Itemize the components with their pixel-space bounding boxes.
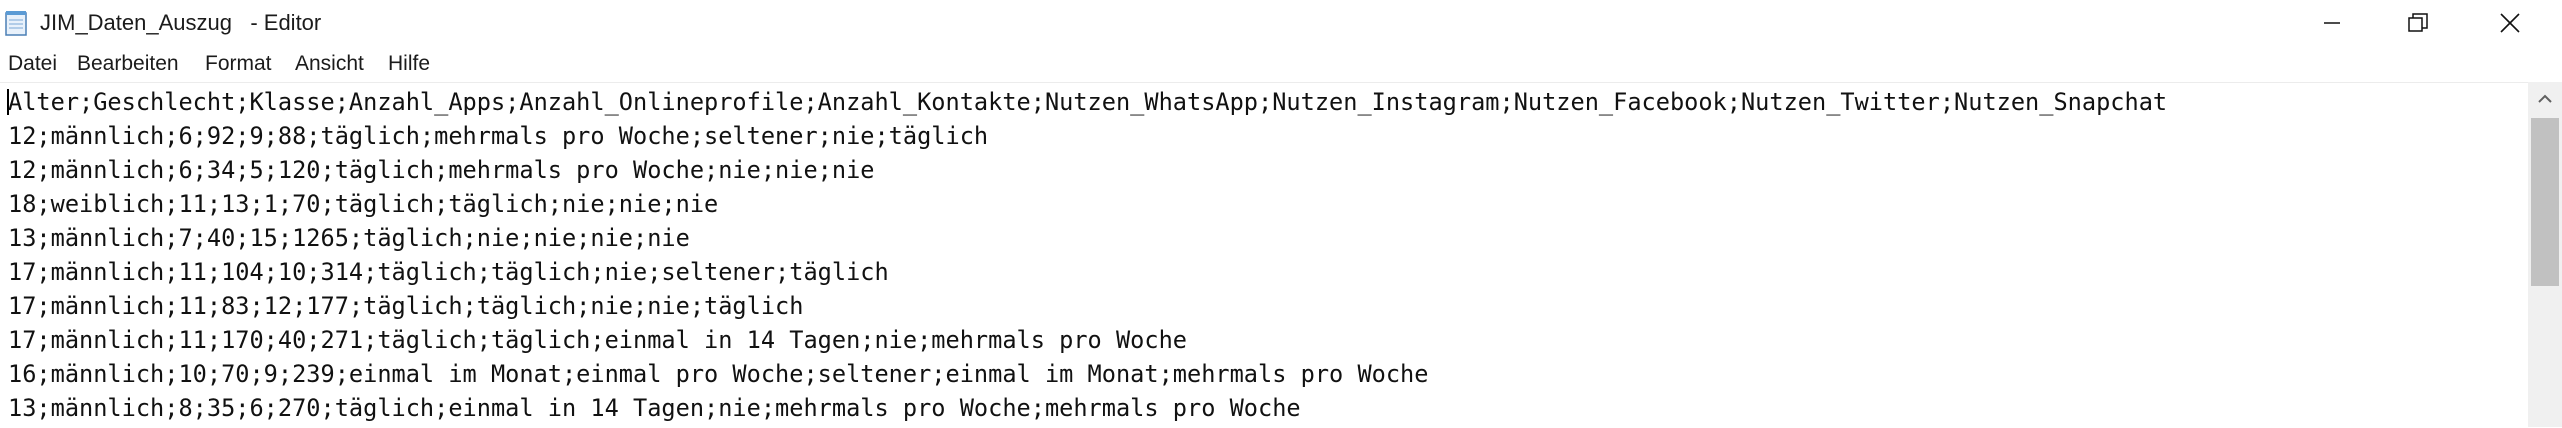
chevron-up-icon <box>2538 94 2552 103</box>
text-editor-area[interactable]: Alter;Geschlecht;Klasse;Anzahl_Apps;Anza… <box>0 82 2528 428</box>
menu-datei[interactable]: Datei <box>8 52 58 75</box>
text-caret <box>7 89 9 115</box>
close-icon <box>2500 13 2520 33</box>
text-line-8: 17;männlich;11;170;40;271;täglich;täglic… <box>8 326 1187 354</box>
text-line-4: 18;weiblich;11;13;1;70;täglich;täglich;n… <box>8 190 719 218</box>
menu-bar: Datei Bearbeiten Format Ansicht Hilfe <box>0 46 2562 82</box>
menu-ansicht[interactable]: Ansicht <box>295 52 364 75</box>
text-line-2: 12;männlich;6;92;9;88;täglich;mehrmals p… <box>8 122 989 150</box>
text-line-3: 12;männlich;6;34;5;120;täglich;mehrmals … <box>8 156 875 184</box>
notepad-icon <box>5 11 27 36</box>
text-line-5: 13;männlich;7;40;15;1265;täglich;nie;nie… <box>8 224 690 252</box>
text-line-9: 16;männlich;10;70;9;239;einmal im Monat;… <box>8 360 1429 388</box>
menu-format[interactable]: Format <box>205 52 272 75</box>
menu-bearbeiten[interactable]: Bearbeiten <box>77 52 179 75</box>
vertical-scrollbar[interactable] <box>2528 82 2562 427</box>
menu-hilfe[interactable]: Hilfe <box>388 52 431 75</box>
minimize-button[interactable] <box>2286 0 2378 46</box>
close-button[interactable] <box>2464 0 2556 46</box>
text-line-1: Alter;Geschlecht;Klasse;Anzahl_Apps;Anza… <box>8 88 2168 116</box>
scroll-up-button[interactable] <box>2528 82 2562 116</box>
restore-icon <box>2408 13 2428 32</box>
title-bar[interactable]: JIM_Daten_Auszug - Editor <box>0 0 2562 46</box>
text-line-6: 17;männlich;11;104;10;314;täglich;täglic… <box>8 258 889 286</box>
text-line-7: 17;männlich;11;83;12;177;täglich;täglich… <box>8 292 804 320</box>
scroll-thumb[interactable] <box>2531 118 2559 286</box>
restore-button[interactable] <box>2372 0 2464 46</box>
text-line-10: 13;männlich;8;35;6;270;täglich;einmal in… <box>8 394 1301 422</box>
minimize-icon <box>2324 22 2340 24</box>
window-title: JIM_Daten_Auszug - Editor <box>40 10 322 35</box>
